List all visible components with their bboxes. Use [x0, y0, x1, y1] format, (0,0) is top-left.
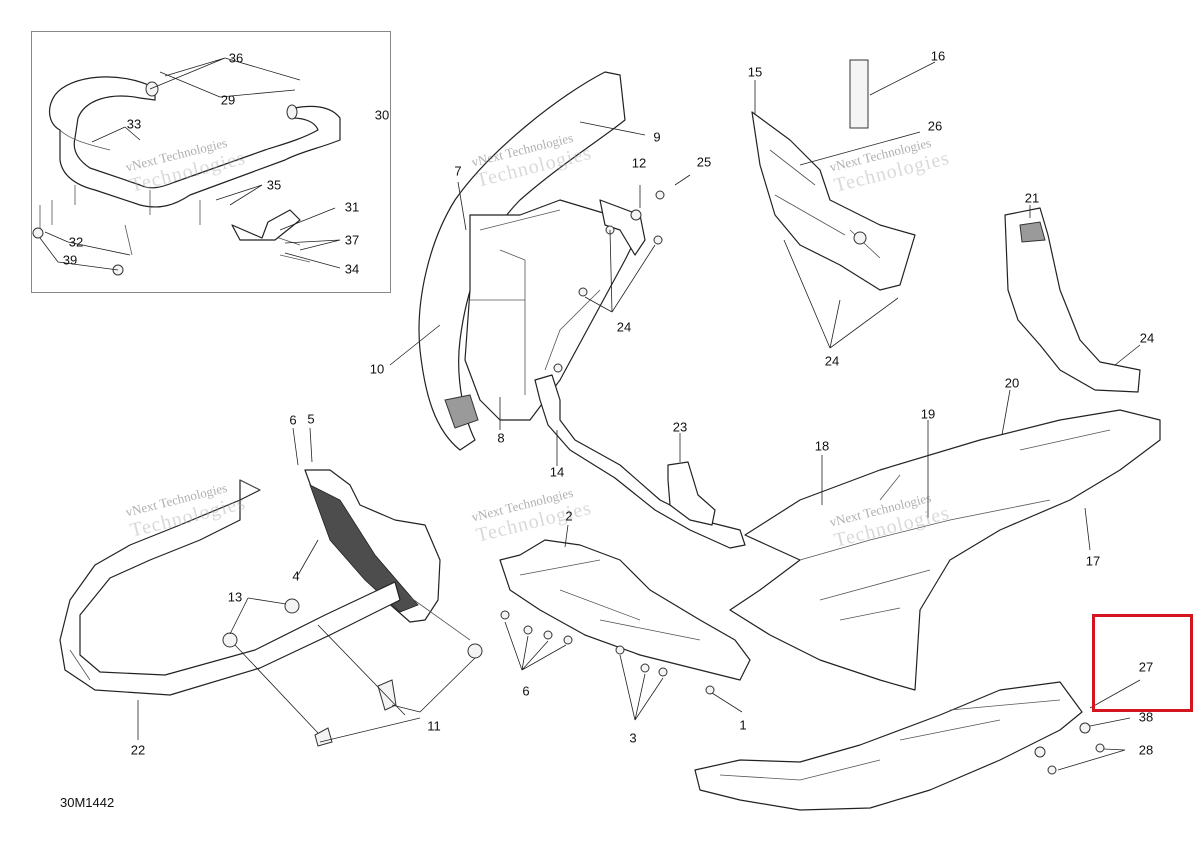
left-side-panel — [389, 71, 691, 451]
callout-12: 12 — [631, 155, 647, 171]
callout-27: 27 — [1138, 659, 1154, 675]
callout-14: 14 — [549, 464, 565, 480]
callout-24: 24 — [824, 353, 840, 369]
callout-24: 24 — [1139, 330, 1155, 346]
callout-34: 34 — [344, 261, 360, 277]
callout-35: 35 — [266, 177, 282, 193]
callout-26: 26 — [927, 118, 943, 134]
callout-33: 33 — [126, 116, 142, 132]
callout-24: 24 — [616, 319, 632, 335]
callout-20: 20 — [1004, 375, 1020, 391]
callout-13: 13 — [227, 589, 243, 605]
lower-cover — [499, 524, 751, 721]
figure-code: 30M1442 — [60, 795, 115, 810]
callout-21: 21 — [1024, 190, 1040, 206]
callout-23: 23 — [672, 419, 688, 435]
callout-7: 7 — [454, 163, 462, 179]
callout-5: 5 — [307, 411, 315, 427]
inset-bumper-bar — [32, 57, 341, 276]
callout-38: 38 — [1138, 709, 1154, 725]
callout-29: 29 — [220, 92, 236, 108]
callout-11: 11 — [427, 718, 441, 734]
callout-2: 2 — [565, 508, 573, 524]
callout-6: 6 — [289, 412, 297, 428]
callout-22: 22 — [130, 742, 146, 758]
right-bracket — [1004, 205, 1141, 393]
callout-10: 10 — [369, 361, 385, 377]
callout-6: 6 — [522, 683, 530, 699]
front-bumper — [59, 479, 471, 740]
callout-8: 8 — [497, 430, 505, 446]
callout-15: 15 — [747, 64, 763, 80]
large-side-panel — [729, 389, 1161, 691]
inset-frame — [31, 31, 391, 293]
callout-17: 17 — [1085, 553, 1101, 569]
callout-19: 19 — [920, 406, 936, 422]
support-brace — [534, 374, 746, 549]
callout-9: 9 — [653, 129, 661, 145]
skid-plate — [694, 679, 1141, 811]
callout-31: 31 — [344, 199, 360, 215]
center-bracket — [751, 59, 936, 349]
callout-16: 16 — [930, 48, 946, 64]
fasteners-13-11 — [222, 597, 483, 747]
callout-28: 28 — [1138, 742, 1154, 758]
front-grille — [292, 427, 441, 623]
callout-18: 18 — [814, 438, 830, 454]
callout-3: 3 — [629, 730, 637, 746]
callout-4: 4 — [292, 568, 300, 584]
callout-25: 25 — [696, 154, 712, 170]
callout-37: 37 — [344, 232, 360, 248]
callout-39: 39 — [62, 252, 78, 268]
callout-1: 1 — [739, 717, 747, 733]
callout-30: 30 — [374, 107, 390, 123]
callout-36: 36 — [228, 50, 244, 66]
highlight-box-callout-27 — [1092, 614, 1193, 712]
callout-32: 32 — [68, 234, 84, 250]
